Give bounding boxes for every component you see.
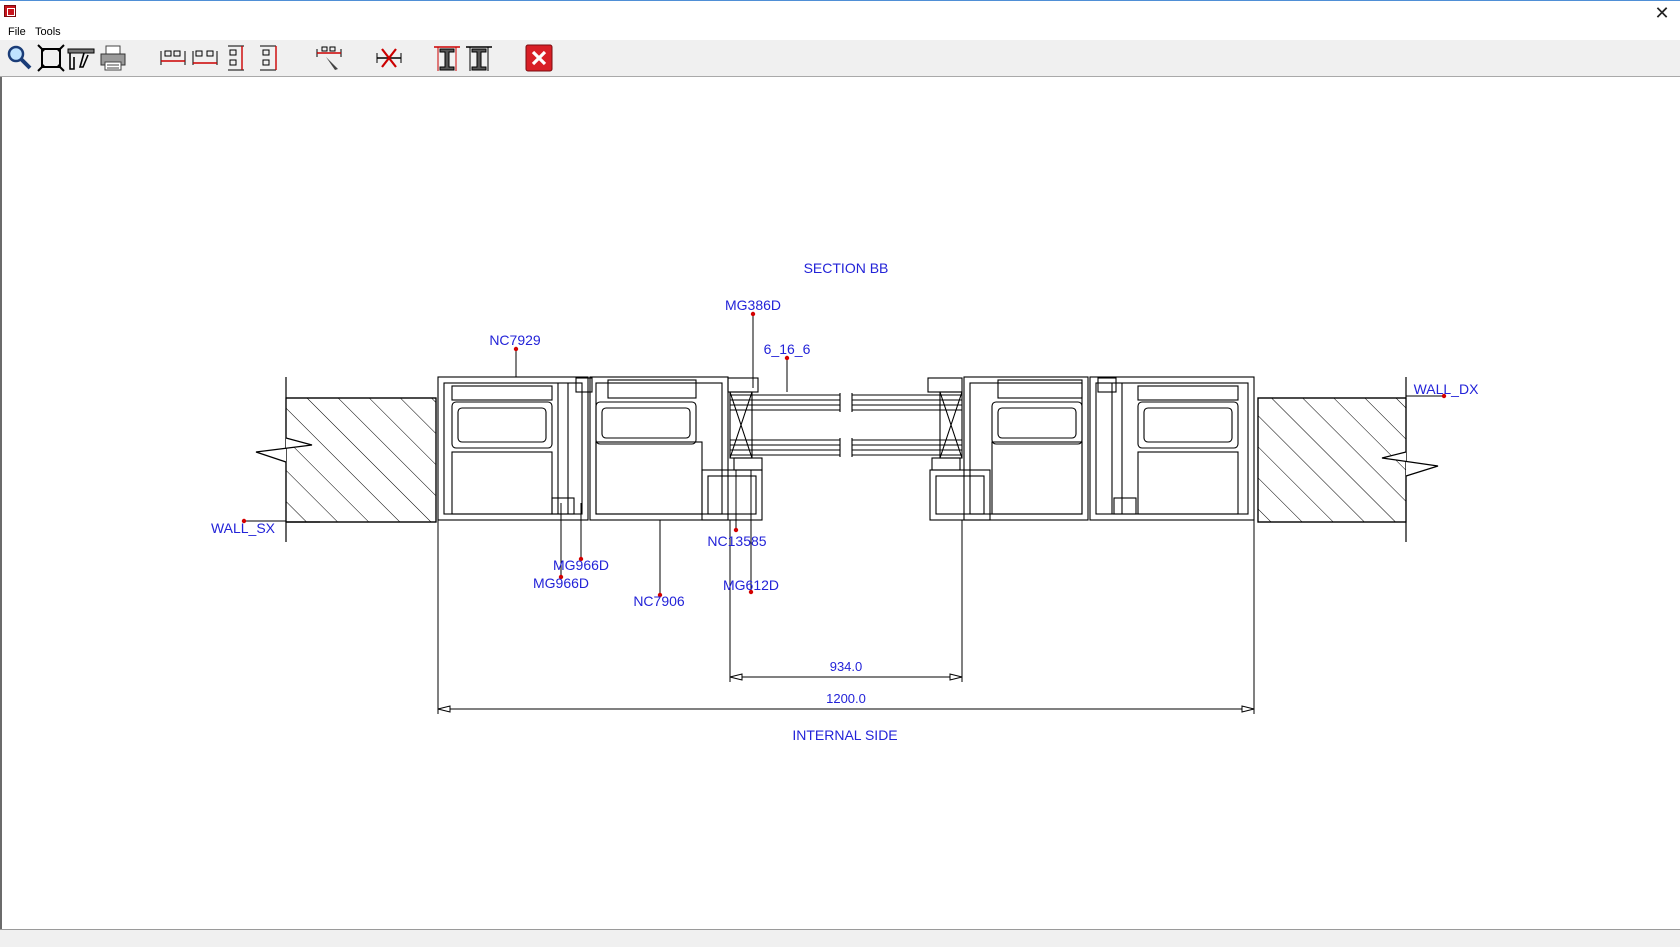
dimension-pick-button[interactable] (314, 43, 344, 73)
menu-tools[interactable]: Tools (35, 26, 61, 38)
exit-button[interactable] (524, 43, 554, 73)
profile-section-icon (434, 46, 460, 71)
dimension-pick-icon (316, 46, 342, 70)
horizontal-dimension-icon (160, 50, 186, 65)
dimension-outer: 1200.0 (826, 691, 866, 706)
app-icon (4, 5, 16, 17)
magnifier-icon (7, 45, 32, 70)
status-bar (0, 929, 1680, 947)
print-button[interactable] (98, 43, 128, 73)
vertical-dimension-2-icon (260, 45, 277, 71)
horizontal-dimension-2-icon (192, 50, 218, 65)
zoom-extents-icon (37, 44, 65, 72)
label-nc7929: NC7929 (489, 332, 541, 348)
dimension-inner: 934.0 (830, 659, 863, 674)
sash-left (589, 376, 763, 521)
menu-file[interactable]: File (8, 26, 26, 38)
wall-right (1257, 377, 1439, 542)
zoom-extents-button[interactable] (36, 43, 66, 73)
drawing-canvas[interactable]: SECTION BB MG386D 6_16_6 NC7929 WALL_DX … (0, 77, 1680, 929)
exit-icon (525, 44, 553, 72)
label-mg386d: MG386D (725, 297, 781, 313)
horizontal-dimension-2-button[interactable] (190, 43, 220, 73)
caliper-icon (67, 48, 95, 70)
vertical-dimension-button[interactable] (222, 43, 252, 73)
title-bar: ✕ (0, 0, 1680, 27)
profile-section-button[interactable] (432, 43, 462, 73)
label-mg612d: MG612D (723, 577, 779, 593)
close-icon[interactable]: ✕ (1654, 3, 1670, 23)
vertical-dimension-2-button[interactable] (254, 43, 284, 73)
label-mg966d-upper: MG966D (553, 557, 609, 573)
section-drawing: SECTION BB MG386D 6_16_6 NC7929 WALL_DX … (211, 260, 1480, 743)
sash-right (927, 376, 1089, 521)
profile-section-2-button[interactable] (464, 43, 494, 73)
vertical-dimension-icon (228, 45, 244, 71)
delete-dimension-icon (376, 48, 402, 68)
printer-icon (100, 45, 126, 71)
leader-markers (241, 311, 1447, 598)
horizontal-dimension-button[interactable] (158, 43, 188, 73)
delete-dimension-button[interactable] (374, 43, 404, 73)
label-glass: 6_16_6 (764, 341, 811, 357)
glazing-unit (729, 391, 963, 471)
profile-section-2-icon (466, 46, 492, 71)
menu-bar: File Tools (0, 26, 1680, 40)
label-wall-sx: WALL_SX (211, 520, 276, 536)
toolbar (0, 40, 1680, 77)
section-title: SECTION BB (804, 260, 889, 276)
internal-side-label: INTERNAL SIDE (792, 727, 897, 743)
label-mg966d-lower: MG966D (533, 575, 589, 591)
dimension-lines (437, 520, 1255, 714)
label-nc13585: NC13585 (707, 533, 766, 549)
zoom-button[interactable] (4, 43, 34, 73)
leader-lines (242, 314, 1444, 595)
measure-button[interactable] (66, 43, 96, 73)
frame-left (437, 376, 593, 521)
label-wall-dx: WALL_DX (1414, 381, 1480, 397)
wall-left (255, 377, 437, 542)
frame-right (1089, 376, 1255, 521)
label-nc7906: NC7906 (633, 593, 685, 609)
